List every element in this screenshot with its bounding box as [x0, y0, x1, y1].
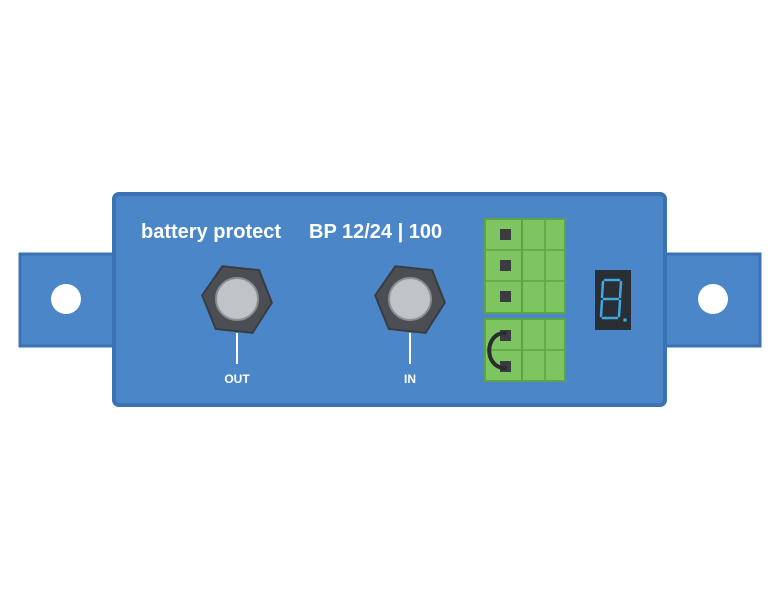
screw-terminal-icon [500, 291, 511, 302]
screw-terminal-icon [500, 229, 511, 240]
in-label: IN [404, 372, 416, 386]
screw-terminal-icon [500, 330, 511, 341]
upper-screw-terminal-block [484, 218, 566, 314]
lower-screw-terminal-block [484, 318, 566, 382]
out-label: OUT [224, 372, 250, 386]
seven-segment-display [595, 270, 631, 330]
out-terminal: OUT [201, 265, 273, 386]
wire-jumper-icon [487, 331, 507, 370]
right-mounting-bracket [662, 252, 762, 348]
device-model: BP 12/24 | 100 [309, 221, 442, 243]
seven-segment-display-icon [599, 278, 623, 320]
screw-terminal-icon [500, 260, 511, 271]
mounting-hole-icon [51, 284, 81, 314]
device-title: battery protect [141, 221, 281, 243]
left-mounting-bracket [18, 252, 118, 348]
in-terminal: IN [374, 265, 446, 386]
mounting-hole-icon [698, 284, 728, 314]
